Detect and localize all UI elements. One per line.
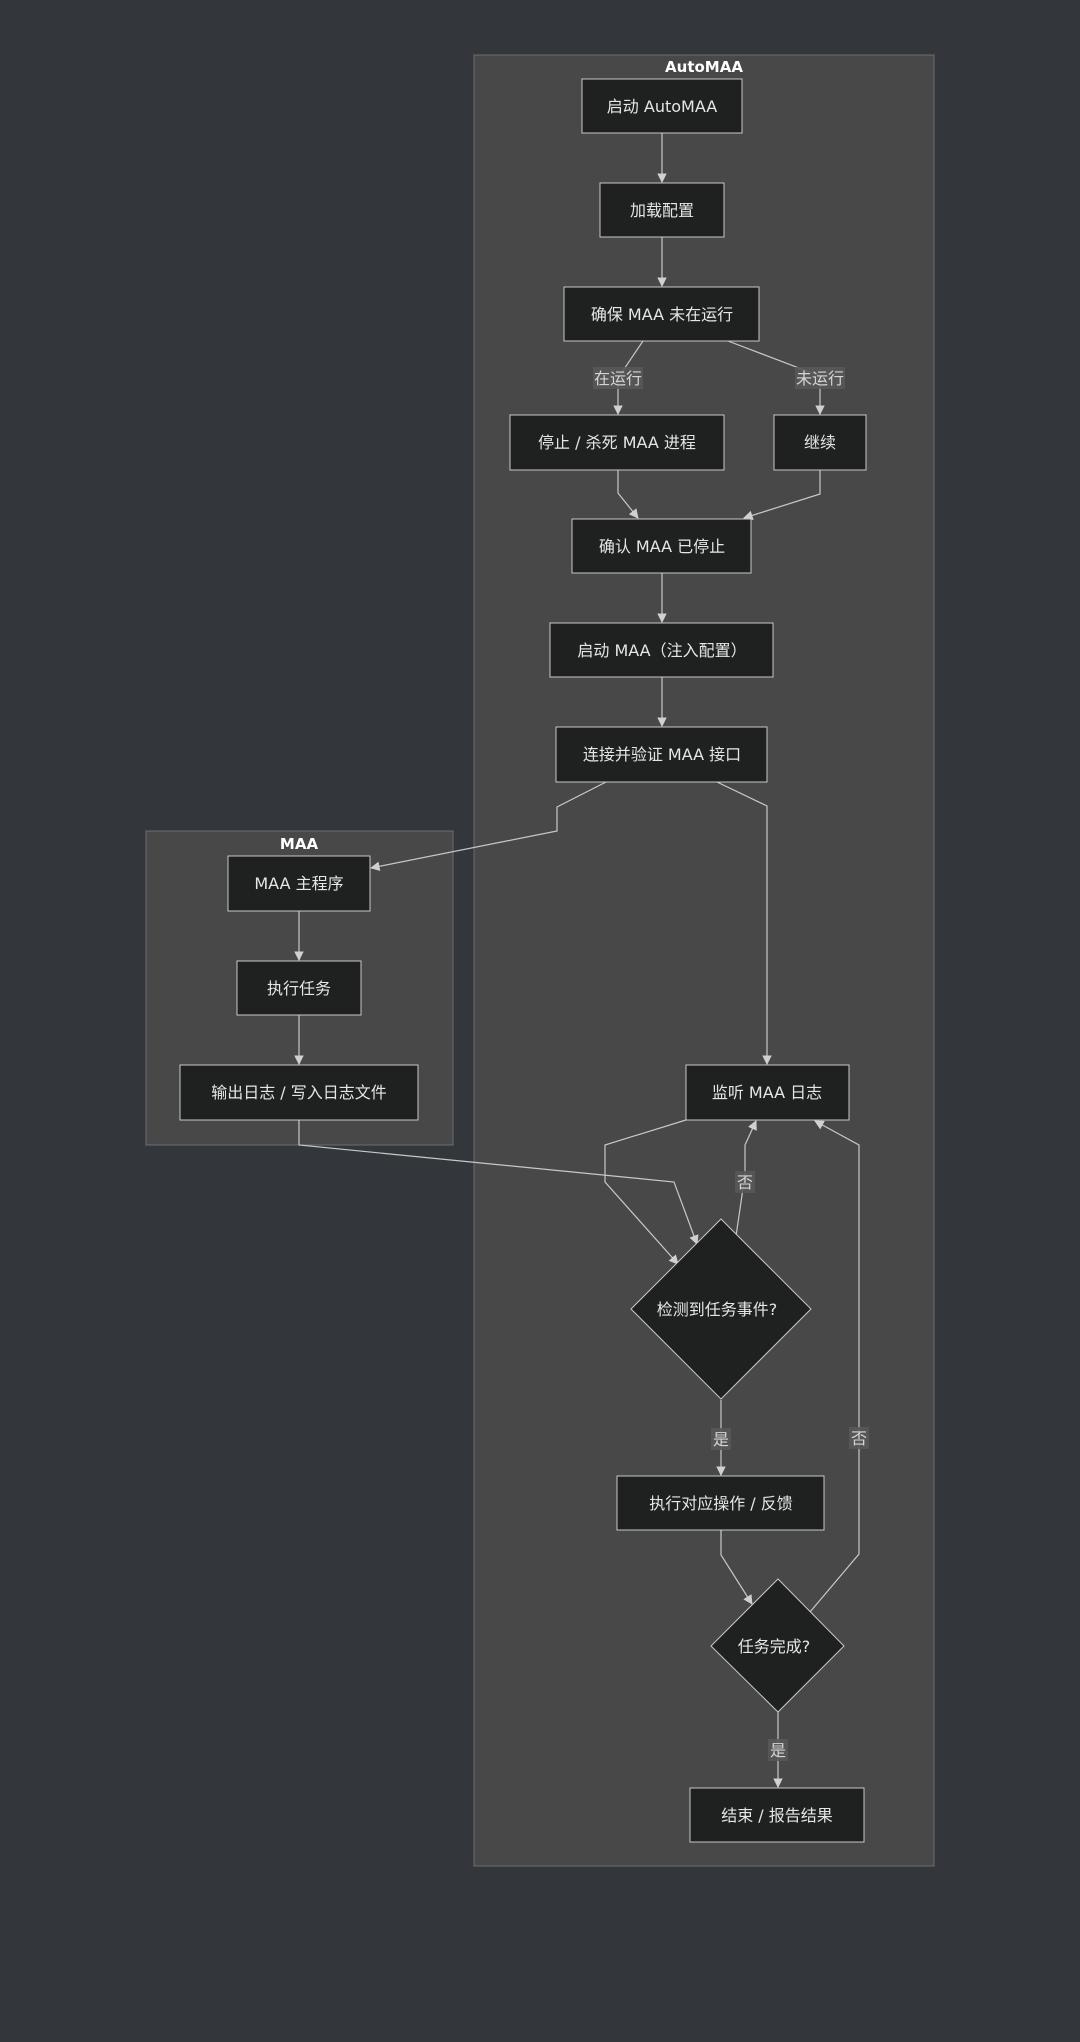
node-launch-maa: 启动 MAA（注入配置） bbox=[549, 622, 774, 678]
cluster-automaa: AutoMAA bbox=[473, 54, 935, 1867]
node-execute-task: 执行任务 bbox=[236, 960, 362, 1016]
node-listen-log-label: 监听 MAA 日志 bbox=[712, 1083, 822, 1102]
cluster-automaa-title: AutoMAA bbox=[665, 58, 743, 76]
node-detect-event: 检测到任务事件? bbox=[630, 1218, 812, 1400]
node-end-label: 结束 / 报告结果 bbox=[721, 1806, 833, 1825]
node-task-done: 任务完成? bbox=[710, 1578, 845, 1713]
node-confirm-stopped: 确认 MAA 已停止 bbox=[571, 518, 752, 574]
node-task-done-label: 任务完成? bbox=[738, 1637, 811, 1656]
edge-output-detect bbox=[298, 1120, 699, 1245]
node-ensure-not-running: 确保 MAA 未在运行 bbox=[563, 286, 760, 342]
node-start-label: 启动 AutoMAA bbox=[607, 97, 717, 116]
edge-label-yes-done: 是 bbox=[770, 1741, 786, 1760]
node-listen-log: 监听 MAA 日志 bbox=[685, 1064, 850, 1121]
edge-connect-listen bbox=[716, 781, 772, 1065]
edge-continue-confirm bbox=[743, 470, 821, 520]
edge-done-listen bbox=[809, 1120, 860, 1613]
node-end: 结束 / 报告结果 bbox=[689, 1787, 865, 1843]
edge-label-running: 在运行 bbox=[594, 369, 642, 388]
node-output-log: 输出日志 / 写入日志文件 bbox=[179, 1064, 419, 1121]
node-connect-verify: 连接并验证 MAA 接口 bbox=[555, 726, 768, 783]
edge-label-not-running: 未运行 bbox=[796, 369, 844, 388]
edge-detect-listen bbox=[735, 1120, 757, 1237]
node-connect-verify-label: 连接并验证 MAA 接口 bbox=[583, 745, 741, 764]
cluster-maa-title: MAA bbox=[280, 835, 319, 853]
node-stop-kill: 停止 / 杀死 MAA 进程 bbox=[509, 414, 725, 471]
node-output-log-label: 输出日志 / 写入日志文件 bbox=[211, 1083, 387, 1102]
node-launch-maa-label: 启动 MAA（注入配置） bbox=[577, 641, 746, 660]
node-start: 启动 AutoMAA bbox=[581, 78, 743, 134]
edge-label-yes-detect: 是 bbox=[713, 1430, 729, 1449]
node-load-config: 加载配置 bbox=[599, 182, 725, 238]
node-continue-label: 继续 bbox=[804, 433, 836, 452]
edge-stop-confirm bbox=[617, 470, 639, 519]
edge-listen-detect bbox=[604, 1119, 687, 1265]
node-confirm-stopped-label: 确认 MAA 已停止 bbox=[599, 537, 725, 556]
edge-labels: 在运行 未运行 否 是 否 是 bbox=[593, 367, 869, 1761]
node-do-action: 执行对应操作 / 反馈 bbox=[616, 1475, 825, 1531]
edge-connect-maa-main bbox=[370, 781, 607, 872]
edge-action-done bbox=[720, 1530, 753, 1605]
edge-label-no-detect: 否 bbox=[737, 1173, 753, 1192]
edge-label-no-done: 否 bbox=[851, 1429, 867, 1448]
node-maa-main: MAA 主程序 bbox=[227, 855, 371, 912]
node-load-config-label: 加载配置 bbox=[630, 201, 694, 220]
node-maa-main-label: MAA 主程序 bbox=[254, 874, 343, 893]
node-execute-task-label: 执行任务 bbox=[267, 979, 331, 998]
node-stop-kill-label: 停止 / 杀死 MAA 进程 bbox=[538, 433, 696, 452]
node-ensure-not-running-label: 确保 MAA 未在运行 bbox=[591, 305, 733, 324]
node-detect-event-label: 检测到任务事件? bbox=[657, 1300, 778, 1319]
node-continue: 继续 bbox=[773, 414, 867, 471]
node-do-action-label: 执行对应操作 / 反馈 bbox=[649, 1494, 793, 1513]
edges bbox=[294, 133, 860, 1788]
